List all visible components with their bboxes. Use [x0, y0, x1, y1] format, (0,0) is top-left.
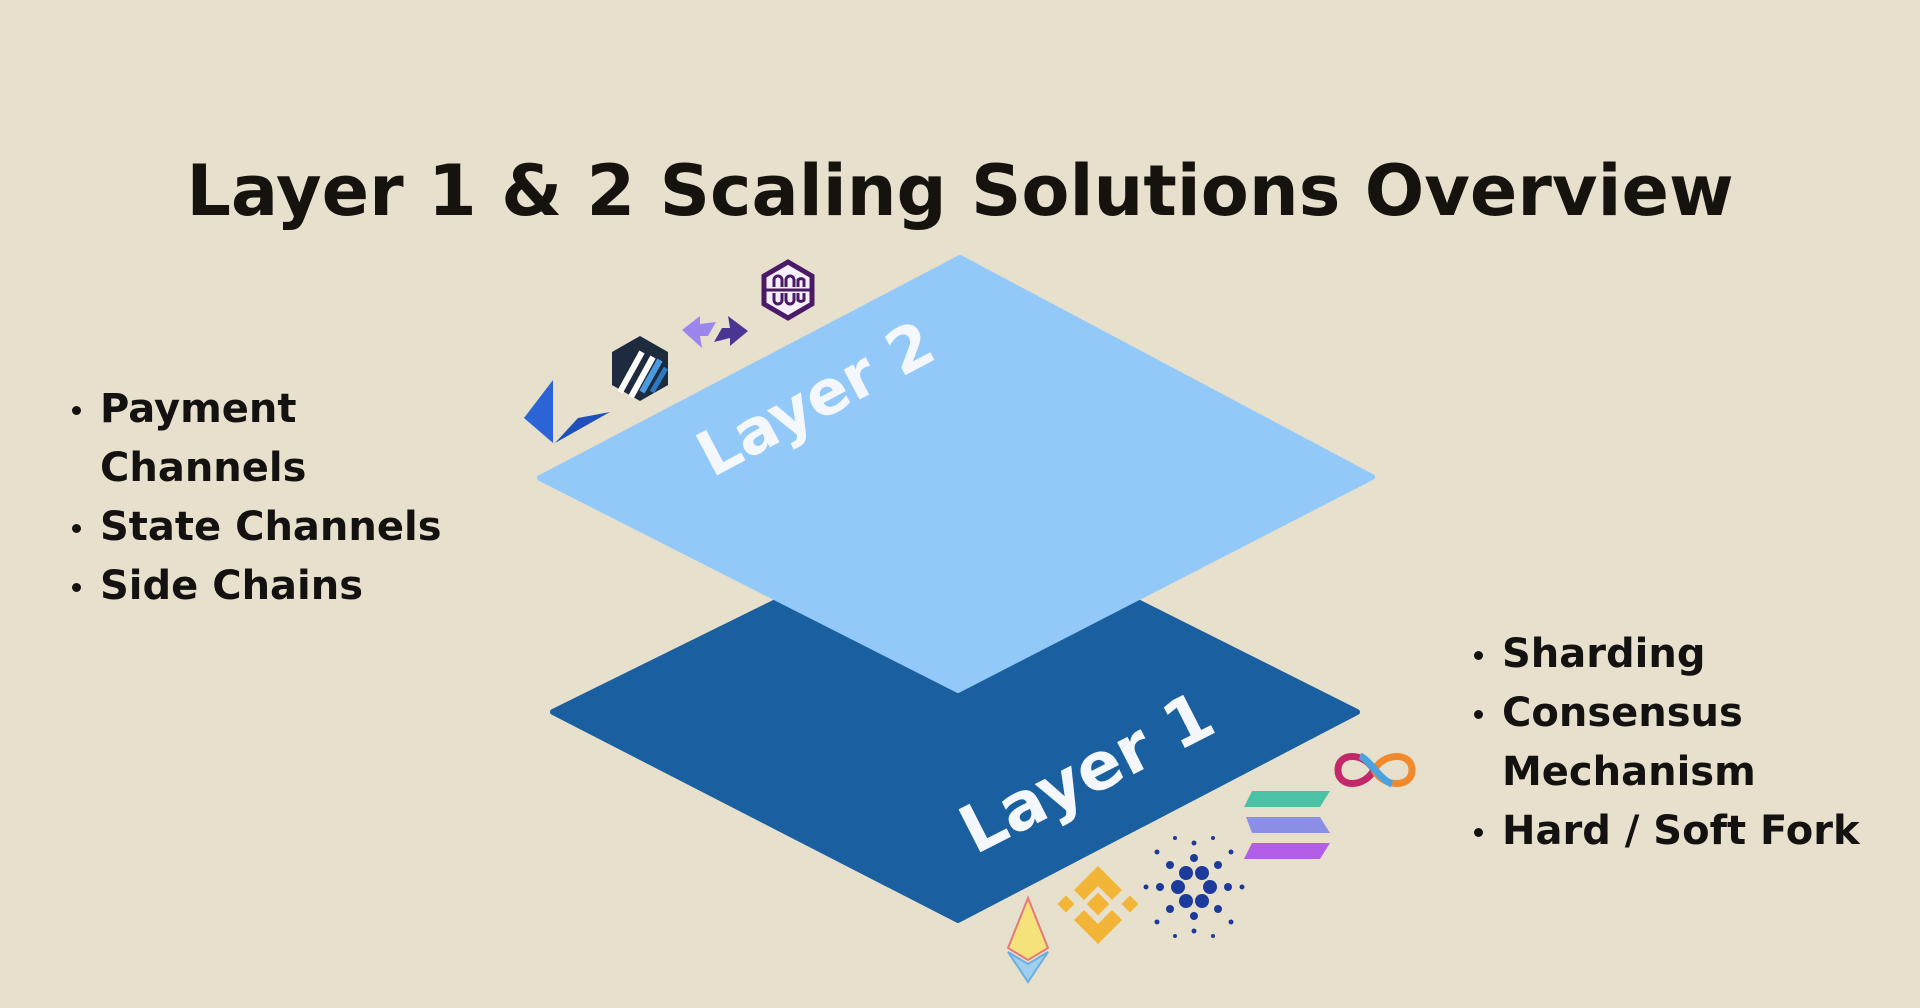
layer1-solution-item: Sharding [1472, 625, 1912, 684]
page-title: Layer 1 & 2 Scaling Solutions Overview [186, 150, 1734, 232]
layer2-solution-item: Payment Channels [70, 380, 490, 498]
layer1-solutions-list: Sharding Consensus Mechanism Hard / Soft… [1472, 625, 1912, 861]
ethereum-icon [1006, 895, 1050, 984]
cardano-icon [1143, 836, 1245, 938]
loopring-icon [524, 380, 610, 443]
polygon-hex-icon [761, 259, 815, 321]
layer1-solution-item: Consensus Mechanism [1472, 684, 1912, 802]
layer2-solution-item: State Channels [70, 498, 490, 557]
layer2-solution-item: Side Chains [70, 557, 490, 616]
internet-computer-icon [1334, 752, 1416, 788]
layer2-plane: Layer 2 [537, 255, 1375, 693]
layer2-solutions-list: Payment Channels State Channels Side Cha… [70, 380, 490, 616]
bridge-arrows-icon [682, 316, 748, 348]
layer1-plane: Layer 1 [550, 509, 1360, 923]
layer1-solution-item: Hard / Soft Fork [1472, 802, 1912, 861]
binance-icon [1057, 866, 1139, 944]
solana-icon [1244, 791, 1330, 859]
arbitrum-icon [612, 336, 669, 401]
